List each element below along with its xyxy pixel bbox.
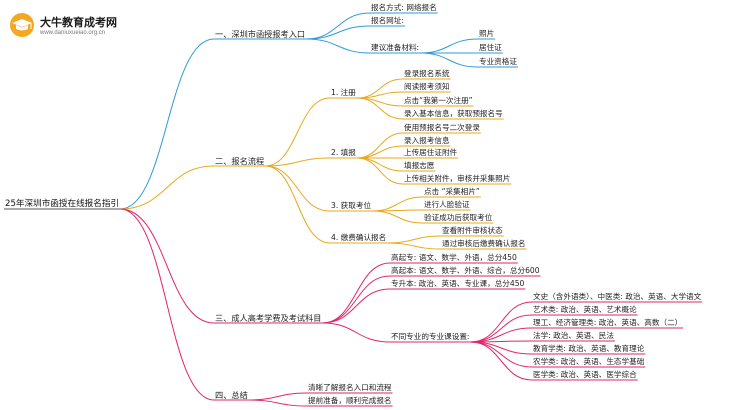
node-apply-method: 报名方式: 网络报名 <box>371 3 437 12</box>
leaf-verify-success: 验证成功后获取考位 <box>424 213 493 222</box>
leaf-arts: 艺术类: 政治、英语、艺术概论 <box>533 305 637 314</box>
brand-url: www.daniuxueiao.org.cn <box>40 30 106 36</box>
node-high-to-junior: 高起专: 语文、数学、外语，总分450 <box>391 253 517 262</box>
step-pay-confirm: 4. 缴费确认报名 <box>331 233 387 242</box>
leaf-agriculture: 农学类: 政治、英语、生态学基础 <box>533 357 645 366</box>
branch-connector <box>120 38 215 210</box>
branch-connector <box>265 157 331 167</box>
leaf-medicine: 医学类: 政治、英语、医学综合 <box>533 370 637 379</box>
step-fill: 2. 填报 <box>331 148 356 157</box>
branch-connector <box>248 399 308 407</box>
branch-connector <box>306 25 371 40</box>
section-fees-subjects: 三、成人高考学费及考试科目 <box>215 313 322 323</box>
node-apply-url: 报名网址: <box>371 16 404 25</box>
branch-connector <box>306 38 371 54</box>
branch-connector <box>372 210 424 224</box>
branch-connector <box>372 196 424 212</box>
brand-logo: 大牛教育成考网 www.daniuxueiao.org.cn <box>6 6 136 46</box>
leaf-collect-photo: 点击 “采集相片” <box>424 187 480 196</box>
node-major-subjects: 不同专业的专业课设置: <box>391 332 470 341</box>
section-summary: 四、总结 <box>215 390 248 400</box>
node-prepare-early: 提前准备，顺利完成报名 <box>308 396 392 405</box>
section-entry: 一、深圳市函授报考入口 <box>215 29 306 39</box>
leaf-pay-after-review: 通过审核后缴费确认报名 <box>442 239 526 248</box>
branch-connector <box>265 165 331 212</box>
graduation-cap-icon <box>10 13 34 37</box>
leaf-choose-school: 填报志愿 <box>404 161 435 170</box>
leaf-photo: 照片 <box>479 29 495 38</box>
branch-connector <box>322 262 391 324</box>
leaf-review-status: 查看附件审核状态 <box>442 226 503 235</box>
leaf-second-login: 使用预报名号二次登录 <box>404 123 480 132</box>
branch-connector <box>120 208 215 324</box>
leaf-read-notice: 阅读报考须知 <box>404 82 450 91</box>
leaf-humanities: 文史（含外语类）、中医类: 政治、英语、大学语文 <box>533 292 702 301</box>
leaf-qualification-cert: 专业资格证 <box>479 57 517 66</box>
leaf-upload-permit: 上传居住证附件 <box>404 148 458 157</box>
branch-connector <box>356 132 404 159</box>
node-high-to-bachelor: 高起本: 语文、数学、外语、综合，总分600 <box>391 266 540 275</box>
branch-connector <box>356 157 404 172</box>
branch-connector <box>387 242 442 250</box>
leaf-education: 教育学类: 政治、英语、教育理论 <box>533 344 645 353</box>
branch-connector <box>470 327 533 343</box>
brand-name: 大牛教育成考网 <box>40 16 117 29</box>
step-register: 1. 注册 <box>331 88 356 97</box>
node-junior-to-bachelor: 专升本: 政治、英语、专业课，总分450 <box>391 279 525 288</box>
branch-connector <box>387 235 442 244</box>
branch-connector <box>470 341 533 368</box>
branch-connector <box>356 157 404 185</box>
leaf-residence-permit: 居住证 <box>479 43 502 52</box>
root-topic: 25年深圳市函授在线报名指引 <box>5 199 120 209</box>
branch-connector <box>322 322 391 343</box>
leaf-upload-photo: 上传相关附件，审核并采集照片 <box>404 174 511 183</box>
branch-connector <box>120 165 215 210</box>
branch-connector <box>265 97 331 167</box>
branch-connector <box>322 275 391 324</box>
section-process: 二、报名流程 <box>215 156 265 166</box>
branch-connector <box>265 165 331 244</box>
node-understand-flow: 清晰了解报名入口和流程 <box>308 383 392 392</box>
branch-connector <box>248 392 308 401</box>
leaf-first-register: 点击“我第一次注册” <box>404 96 473 105</box>
leaf-exam-info: 录入报考信息 <box>404 136 450 145</box>
branch-connector <box>470 301 533 343</box>
branch-connector <box>420 52 479 68</box>
step-get-seat: 3. 获取考位 <box>331 201 372 210</box>
branch-connector <box>356 97 404 120</box>
leaf-science-econ: 理工、经济管理类: 政治、英语、高数（二） <box>533 318 683 327</box>
leaf-login-system: 登录报名系统 <box>404 69 450 78</box>
leaf-face-verify: 进行人脸验证 <box>424 200 470 209</box>
branch-connector <box>120 208 215 401</box>
leaf-law: 法学: 政治、英语、民法 <box>533 331 614 340</box>
leaf-basic-info: 录入基本信息，获取预报名号 <box>404 109 503 118</box>
branch-connector <box>322 288 391 324</box>
branch-connector <box>420 38 479 54</box>
node-materials: 建议准备材料: <box>371 43 420 52</box>
branch-connector <box>356 145 404 159</box>
branch-connector <box>470 341 533 381</box>
